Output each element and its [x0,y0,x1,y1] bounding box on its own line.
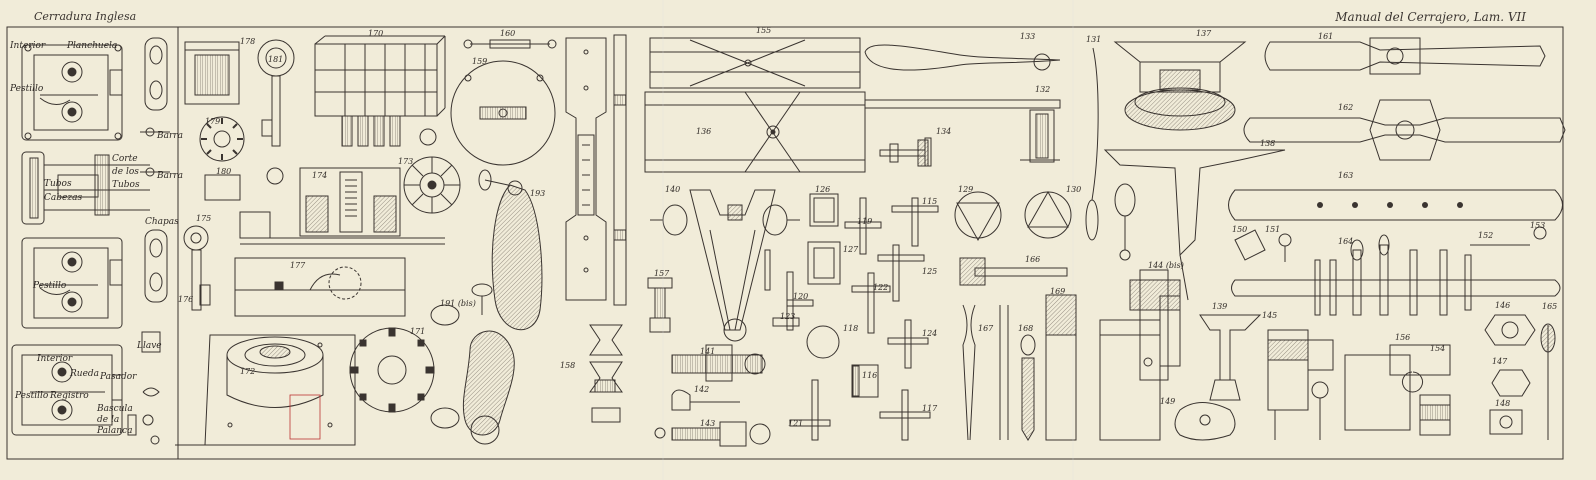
plate-border [6,26,1564,460]
figures-column-clamps [644,37,866,447]
fig-140-vise [650,189,800,342]
fold-line-left [662,0,664,480]
lock-case-top [21,44,123,141]
fig-170-rack [314,35,446,147]
fig-193-pendant [478,169,543,331]
plate-header-right: Manual del Cerrajero, Lam. VII [1335,10,1526,24]
figures-column-squares [772,137,939,441]
figures-column-triangles [864,44,1077,441]
figures-column-right [1228,37,1566,440]
figures-column-disc [430,39,557,445]
punches [1314,234,1472,316]
fig-174-mechanism [239,167,445,245]
figures-column-anvils [1085,41,1286,441]
fold-line-right [1072,0,1074,480]
figures-column-keys [175,35,461,446]
plate-header-left: Cerradura Inglesa [34,10,137,23]
figures-lock-column [11,37,170,445]
lock-plate-top [33,54,109,131]
fig-172-cylinder [175,334,356,446]
figures-column-bar [565,34,627,423]
